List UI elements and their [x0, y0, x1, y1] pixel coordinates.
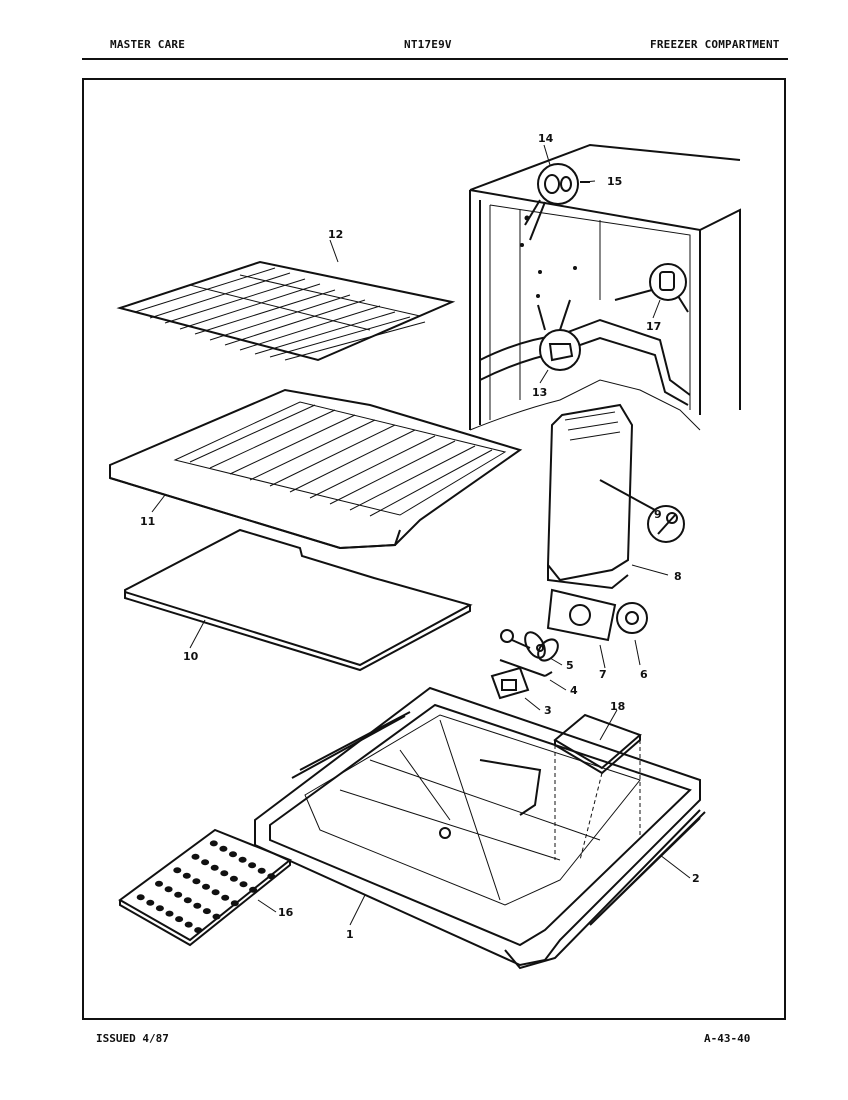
- wire-shelf: [116, 260, 456, 362]
- ice-cube-cell: [239, 881, 248, 888]
- ice-cube-cell: [211, 889, 220, 896]
- ice-cube-cell: [174, 891, 183, 898]
- callout-12: 12: [328, 228, 343, 241]
- ice-cube-cell: [209, 840, 218, 847]
- callout-5: 5: [566, 659, 574, 672]
- ice-cube-cell: [183, 897, 192, 904]
- callout-10: 10: [183, 650, 199, 663]
- callout-7: 7: [599, 668, 607, 681]
- header-rule: [82, 58, 788, 60]
- ice-cube-cell: [229, 851, 237, 858]
- ice-cube-cell: [202, 908, 211, 915]
- ice-cube-cell: [165, 910, 174, 917]
- leader-lines: [151, 144, 691, 926]
- ice-cube-cell: [193, 902, 202, 909]
- ice-cube-cell: [201, 859, 210, 866]
- ice-cube-cell: [202, 883, 210, 890]
- ice-cube-cell: [192, 878, 201, 885]
- ice-cube-cell: [249, 886, 258, 893]
- ice-cube-cell: [146, 899, 155, 906]
- ice-cube-cell: [210, 864, 219, 871]
- hinge-detail: [524, 163, 590, 241]
- ice-cube-cell: [194, 927, 203, 934]
- ice-cube-cell: [173, 867, 182, 874]
- ice-cube-cell: [155, 880, 163, 887]
- callout-11: 11: [140, 515, 155, 528]
- ice-cube-cell: [220, 870, 229, 877]
- ice-cube-cell: [267, 873, 276, 880]
- header-section: FREEZER COMPARTMENT: [650, 38, 780, 51]
- ice-cube-cell: [175, 916, 184, 923]
- ice-tray: [118, 828, 292, 947]
- callout-6: 6: [640, 668, 648, 681]
- ice-cube-cell: [136, 894, 145, 901]
- callout-15: 15: [607, 175, 622, 188]
- freezer-shelf: [109, 388, 523, 550]
- callout-17: 17: [646, 320, 661, 333]
- callout-13: 13: [532, 386, 547, 399]
- callout-14: 14: [538, 132, 554, 145]
- fan-blade: [500, 629, 559, 662]
- ice-cube-cell: [212, 913, 221, 920]
- header-model: NT17E9V: [404, 38, 452, 51]
- footer-issued: ISSUED 4/87: [96, 1032, 169, 1045]
- air-duct-cover: [553, 713, 642, 861]
- ice-cube-cell: [182, 872, 191, 879]
- ice-cube-cell: [257, 867, 266, 874]
- callout-2: 2: [692, 872, 700, 885]
- header-brand: MASTER CARE: [110, 38, 186, 51]
- evaporator-cover: [546, 403, 656, 590]
- callout-18: 18: [610, 700, 625, 713]
- ice-cube-cell: [248, 862, 257, 869]
- footer-page-code: A-43-40: [704, 1032, 751, 1045]
- callout-16: 16: [278, 906, 294, 919]
- ice-cube-cell: [230, 900, 239, 907]
- ice-cube-cell: [221, 894, 230, 901]
- fan-motor: [490, 659, 553, 700]
- callout-1: 1: [346, 928, 354, 941]
- ice-cube-cell: [238, 856, 247, 863]
- ice-cube-cell: [184, 921, 193, 928]
- ice-cube-cell: [191, 853, 200, 860]
- ice-cube-cell: [164, 886, 173, 893]
- light-socket-detail: [614, 263, 689, 313]
- ice-cube-cell: [229, 875, 238, 882]
- callout-8: 8: [674, 570, 682, 583]
- insulation-panel: [124, 528, 473, 672]
- callout-3: 3: [544, 704, 552, 717]
- freezer-floor-tray: [254, 686, 706, 970]
- callout-9: 9: [654, 508, 662, 521]
- bracket-detail: [537, 299, 581, 371]
- screw-detail: [647, 505, 685, 543]
- callout-4: 4: [570, 684, 578, 697]
- freezer-cabinet: [469, 143, 741, 431]
- ice-cube-cell: [155, 905, 164, 912]
- fan-bracket: [546, 588, 617, 642]
- ice-cube-cell: [219, 845, 228, 852]
- grommet-detail: [616, 602, 648, 634]
- diagram-frame: [82, 78, 786, 1020]
